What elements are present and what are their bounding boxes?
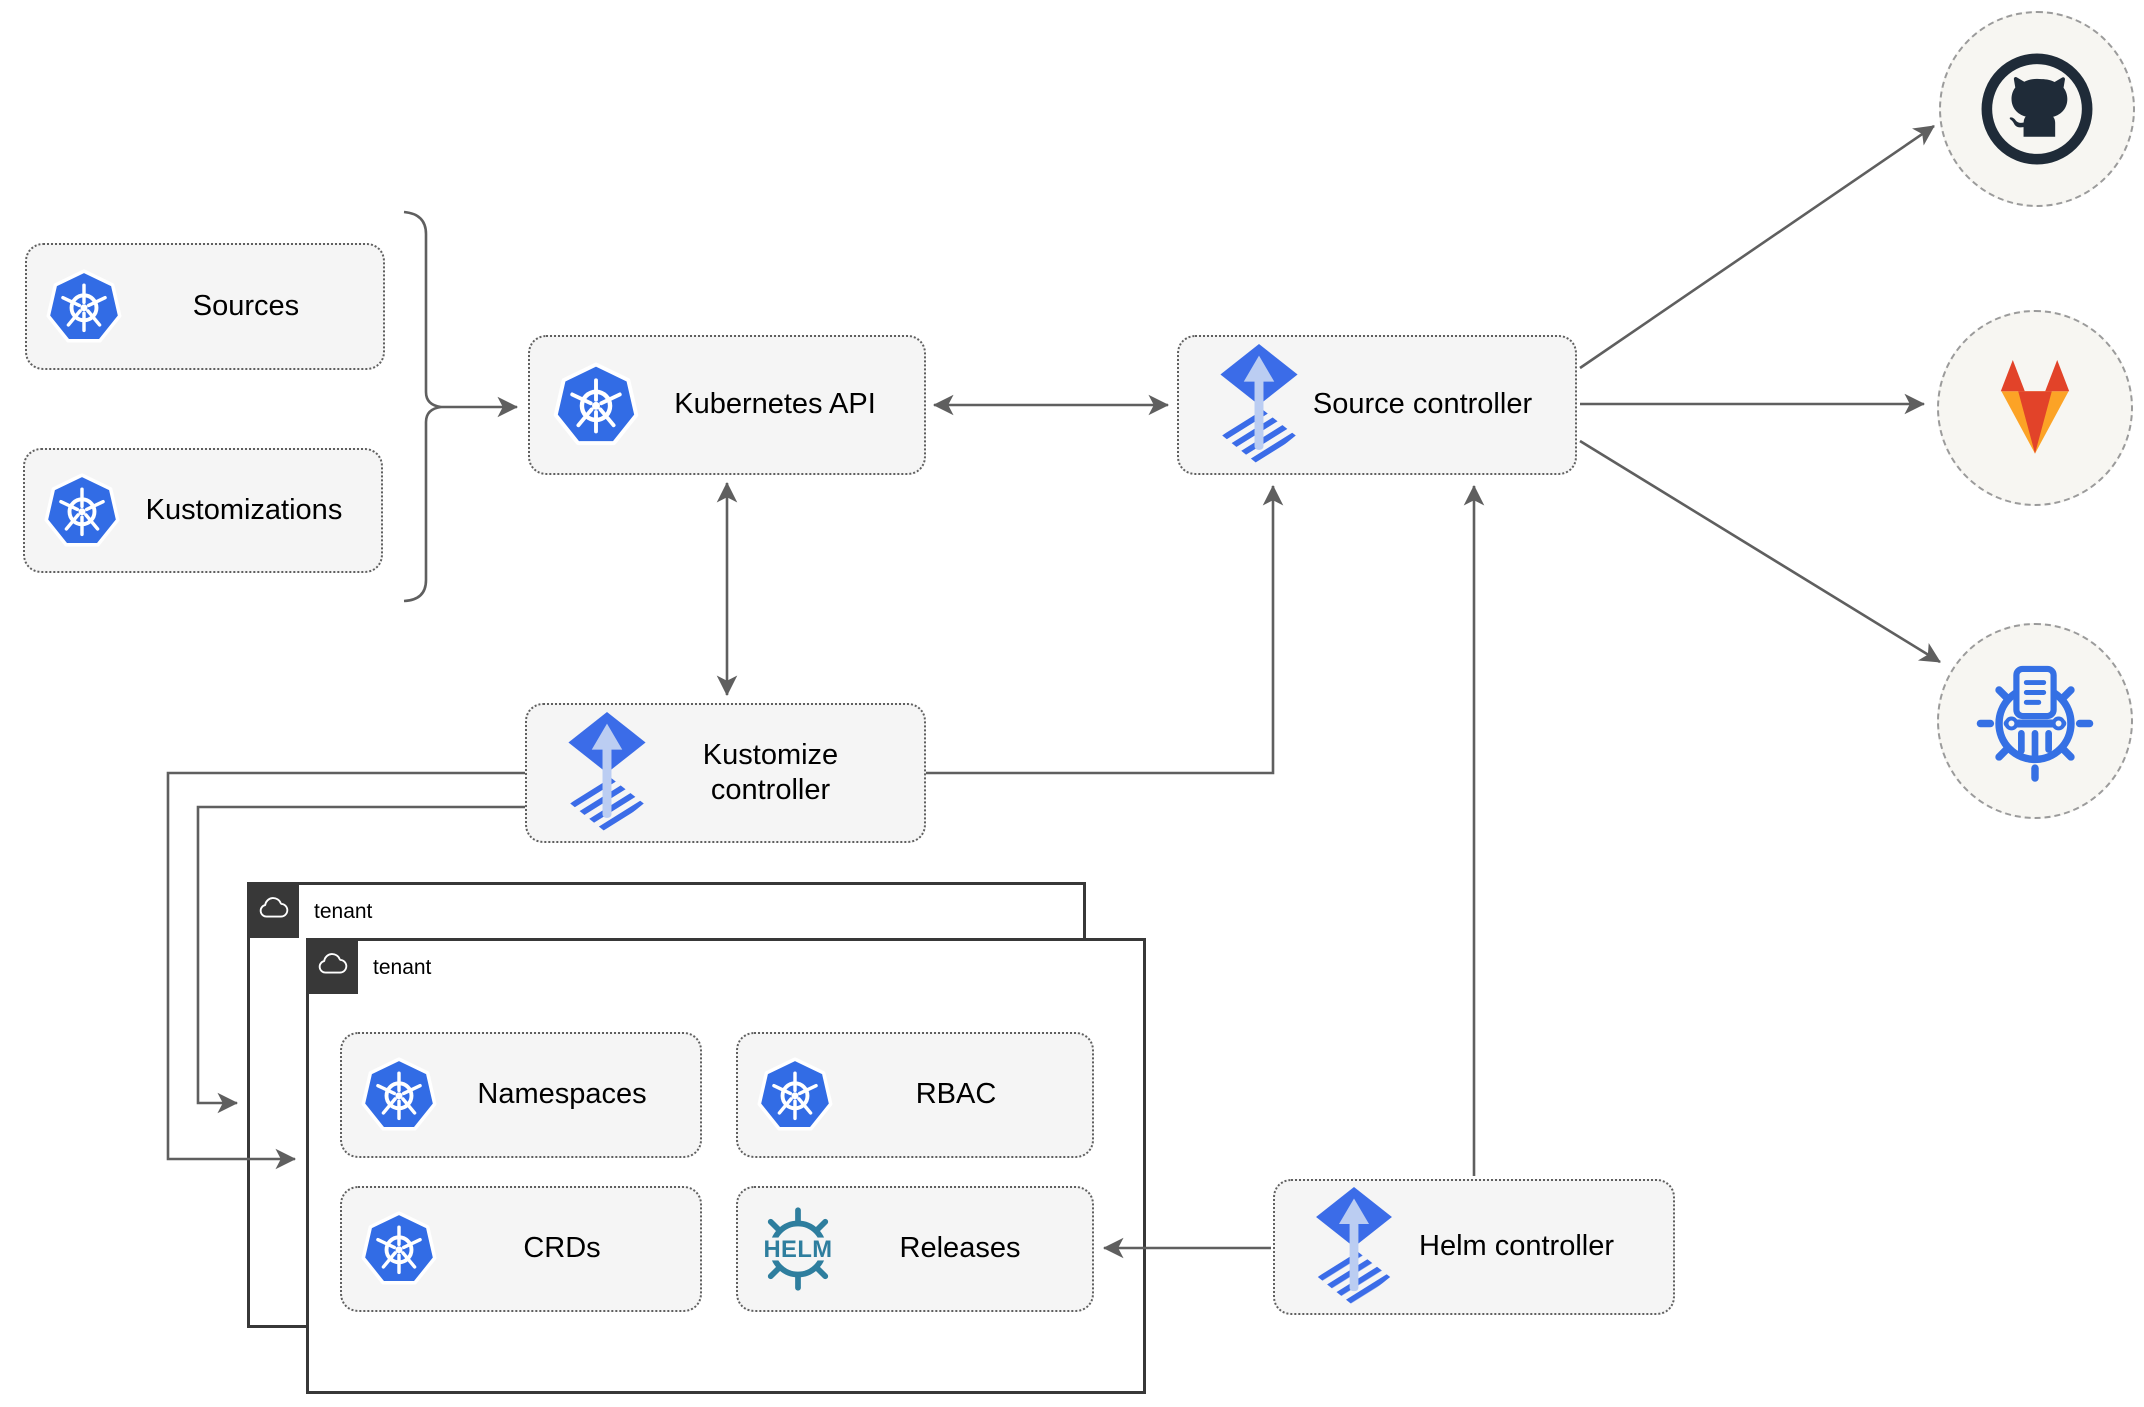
- cloud-icon: [318, 953, 348, 974]
- node-sources: Sources: [25, 243, 385, 370]
- node-kustomize-controller: Kustomize controller: [525, 703, 926, 843]
- node-helm-controller: Helm controller: [1273, 1179, 1675, 1315]
- edge-sourcectrl-github: [1579, 124, 1935, 370]
- tenant-label: tenant: [373, 956, 432, 979]
- node-label: CRDs: [523, 1232, 601, 1265]
- node-label: Sources: [192, 289, 300, 322]
- tenant-group-inner: tenant: [306, 938, 1146, 1394]
- kubernetes-icon: [552, 361, 640, 449]
- node-label: Namespaces: [477, 1078, 647, 1111]
- gitlab-provider-circle: [1937, 310, 2133, 506]
- kubernetes-icon: [360, 1210, 438, 1288]
- node-label: Kustomize controller: [702, 738, 839, 806]
- helm-logo-text: HELM: [763, 1236, 832, 1263]
- kubernetes-icon: [43, 472, 121, 550]
- helm-icon: HELM: [754, 1205, 842, 1293]
- kustomize-icon: [1976, 665, 2094, 782]
- flux-icon: [561, 712, 653, 834]
- node-crds: CRDs: [340, 1186, 702, 1312]
- kubernetes-icon: [45, 268, 123, 346]
- node-namespaces: Namespaces: [340, 1032, 702, 1158]
- node-rbac: RBAC: [736, 1032, 1094, 1158]
- cloud-icon: [259, 897, 289, 918]
- node-label: RBAC: [915, 1078, 997, 1111]
- node-label: Helm controller: [1419, 1230, 1614, 1263]
- kubernetes-icon: [360, 1056, 438, 1134]
- flux-icon: [1309, 1187, 1399, 1307]
- github-icon: [1981, 53, 2093, 165]
- node-label: Kubernetes API: [674, 388, 876, 421]
- node-label: Kustomizations: [145, 493, 343, 526]
- github-provider-circle: [1939, 11, 2135, 207]
- kustomize-provider-circle: [1937, 623, 2133, 819]
- node-label: Source controller: [1312, 388, 1533, 421]
- cloud-badge: [306, 938, 358, 994]
- edge-kustomizectrl-sourcectrl: [926, 484, 1284, 775]
- node-source-controller: Source controller: [1177, 335, 1577, 475]
- kubernetes-icon: [756, 1056, 834, 1134]
- tenant-label: tenant: [314, 900, 373, 923]
- cloud-badge: [247, 882, 299, 938]
- edge-sourcectrl-kustomize: [1579, 439, 1941, 664]
- node-label: Releases: [899, 1232, 1021, 1265]
- gitlab-icon: [2000, 360, 2070, 454]
- bracket-sources: [403, 210, 442, 603]
- node-releases: HELM Releases: [736, 1186, 1094, 1312]
- node-kubernetes-api: Kubernetes API: [528, 335, 926, 475]
- node-kustomizations: Kustomizations: [23, 448, 383, 573]
- flux-icon: [1213, 344, 1305, 466]
